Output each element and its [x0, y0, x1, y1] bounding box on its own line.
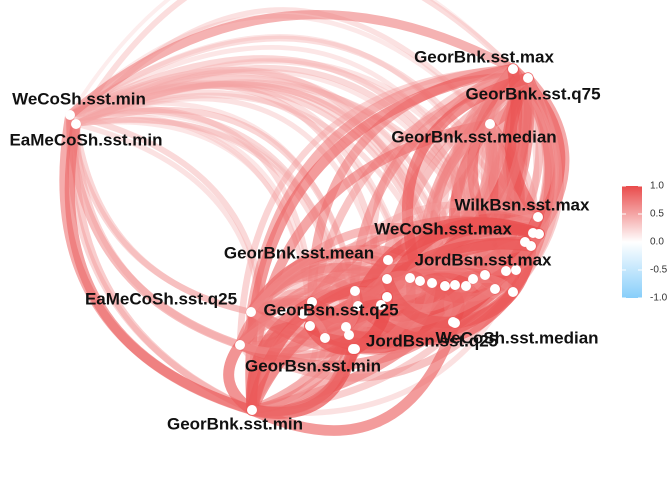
- node: [235, 340, 245, 350]
- edge: [504, 72, 544, 223]
- node-label: GeorBnk.sst.min: [167, 414, 303, 433]
- node-label: WeCoSh.sst.median: [435, 328, 598, 347]
- edge: [67, 35, 536, 236]
- node: [427, 278, 437, 288]
- edge: [73, 89, 413, 281]
- node: [508, 287, 518, 297]
- node: [461, 281, 471, 291]
- edge: [68, 0, 515, 117]
- edge: [67, 100, 358, 294]
- node: [405, 273, 415, 283]
- node-labels: GeorBnk.sst.maxGeorBnk.sst.q75WeCoSh.sst…: [9, 47, 600, 433]
- node: [382, 292, 392, 302]
- edge: [73, 0, 516, 127]
- legend-tick-label: -0.5: [650, 265, 668, 276]
- node: [440, 281, 450, 291]
- node: [246, 307, 256, 317]
- node-label: EaMeCoSh.sst.min: [9, 130, 162, 149]
- node: [382, 274, 392, 284]
- edge: [64, 118, 258, 416]
- legend-tick-label: 0.0: [650, 237, 664, 248]
- node: [490, 284, 500, 294]
- legend-ticks: 1.0 0.5 0.0 -0.5 -1.0: [622, 181, 668, 304]
- edge: [72, 120, 244, 349]
- node: [415, 276, 425, 286]
- edge: [236, 65, 517, 349]
- node: [526, 241, 536, 251]
- node: [307, 297, 317, 307]
- legend-tick-label: 1.0: [650, 181, 664, 192]
- edge: [246, 317, 461, 436]
- edge: [223, 339, 258, 416]
- node-label: JordBsn.sst.max: [415, 250, 553, 269]
- node: [305, 321, 315, 331]
- edge: [246, 248, 393, 317]
- edge: [72, 120, 255, 316]
- node-label: EaMeCoSh.sst.q25: [85, 289, 237, 308]
- node: [247, 405, 257, 415]
- node: [383, 255, 393, 265]
- edge: [71, 120, 256, 414]
- legend-colorbar: [622, 186, 642, 298]
- edge: [319, 316, 459, 350]
- edge: [72, 79, 520, 274]
- node: [71, 119, 81, 129]
- node: [511, 265, 521, 275]
- edge: [66, 111, 255, 316]
- node: [298, 309, 308, 319]
- network-nodes: [65, 64, 544, 415]
- node: [485, 119, 495, 129]
- node: [450, 280, 460, 290]
- node: [341, 322, 351, 332]
- edge: [73, 57, 536, 236]
- node-label: WeCoSh.sst.max: [374, 219, 512, 238]
- color-legend: 1.0 0.5 0.0 -0.5 -1.0: [622, 181, 668, 304]
- node: [480, 270, 490, 280]
- node-label: GeorBnk.sst.q75: [465, 84, 600, 103]
- node: [508, 64, 518, 74]
- node: [533, 212, 543, 222]
- node: [353, 301, 363, 311]
- node-label: JordBsn.sst.q25: [366, 331, 498, 350]
- edge: [73, 117, 315, 305]
- legend-tick-label: -1.0: [650, 293, 668, 304]
- edge: [66, 66, 449, 290]
- node: [320, 333, 330, 343]
- node: [534, 229, 544, 239]
- node-label: WeCoSh.sst.min: [12, 89, 146, 108]
- node-label: GeorBsn.sst.q25: [263, 300, 398, 319]
- node: [350, 286, 360, 296]
- node-label: GeorBsn.sst.min: [245, 356, 381, 375]
- node: [523, 73, 533, 83]
- edge: [67, 33, 528, 245]
- node-label: GeorBnk.sst.median: [391, 127, 556, 146]
- node: [448, 317, 458, 327]
- edge: [72, 106, 359, 295]
- edge: [65, 10, 518, 120]
- node: [501, 266, 511, 276]
- node: [65, 110, 75, 120]
- node-label: WilkBsn.sst.max: [455, 195, 590, 214]
- edge: [67, 80, 413, 281]
- node: [344, 330, 354, 340]
- node-label: GeorBnk.sst.mean: [224, 243, 374, 262]
- legend-tick-label: 0.5: [650, 209, 664, 220]
- node: [468, 274, 478, 284]
- node: [376, 300, 386, 310]
- node-label: GeorBnk.sst.max: [414, 47, 554, 66]
- edge: [67, 105, 315, 305]
- node: [350, 344, 360, 354]
